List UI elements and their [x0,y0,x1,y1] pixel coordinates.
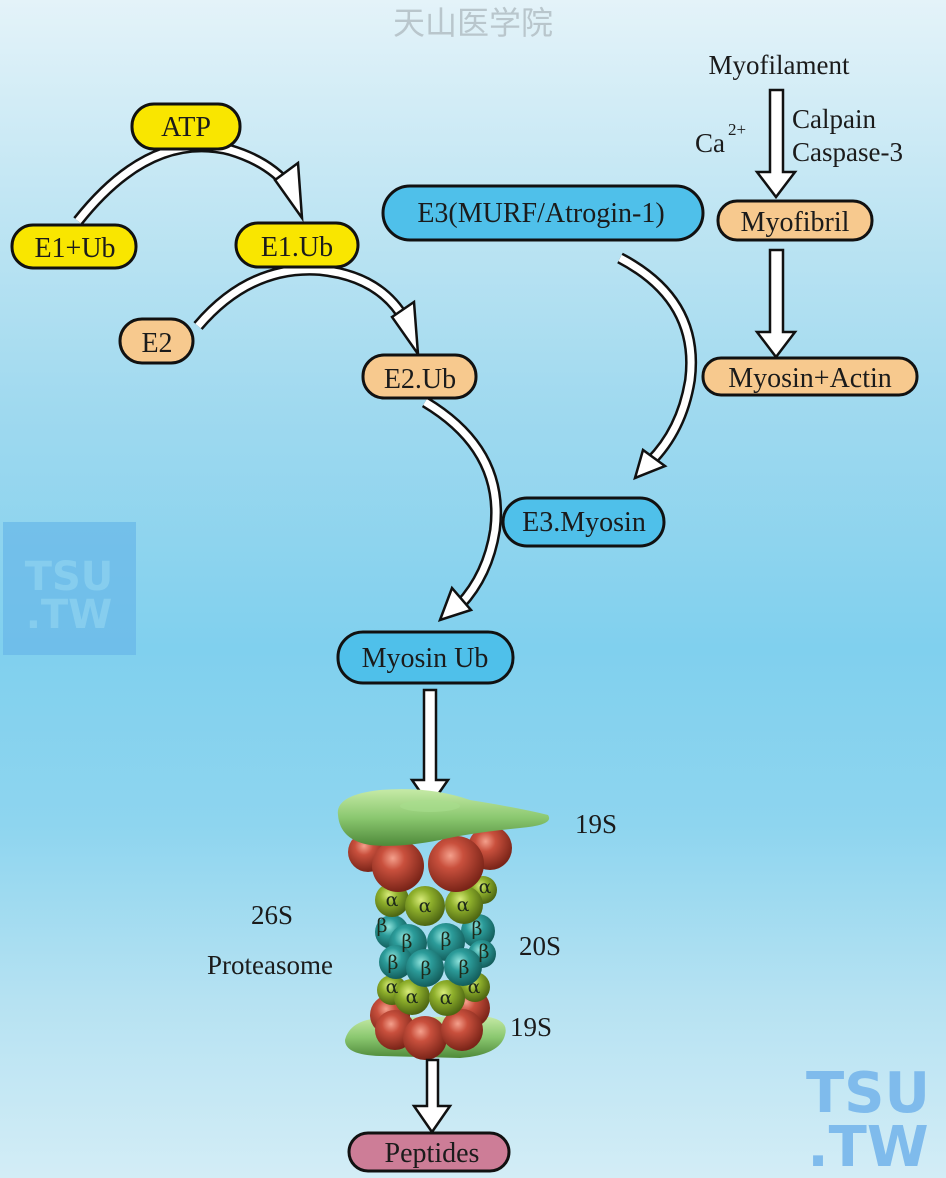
label-calcium-charge: 2+ [728,120,746,139]
node-label: E2.Ub [384,364,456,395]
beta-label: β [377,915,388,937]
label-caspase-3: Caspase-3 [792,137,903,167]
arrow-myofibril-to-myosin-actin [754,248,798,360]
watermark-line1: TSU [25,554,114,600]
beta-label: β [388,952,399,974]
node-label: E1.Ub [261,232,333,263]
node-label: E1+Ub [34,233,115,264]
label-myofilament: Myofilament [709,50,850,80]
node-e3: E3(MURF/Atrogin-1) [381,184,705,242]
alpha-label: α [479,876,492,898]
node-label: E3(MURF/Atrogin-1) [417,198,664,229]
alpha-ring-bottom: α α α α [377,972,490,1016]
node-label: Myosin Ub [362,643,489,674]
node-label: E3.Myosin [522,507,646,538]
alpha-label: α [386,976,399,998]
label-calcium: Ca [695,128,725,158]
node-e3-myosin: E3.Myosin [501,496,666,548]
beta-label: β [479,941,490,963]
node-label: Myofibril [741,207,850,238]
node-myosin-ub: Myosin Ub [336,630,515,685]
watermark-line1: TSU [806,1061,930,1126]
beta-label: β [441,929,452,951]
node-peptides: Peptides [347,1131,511,1173]
label-26s: 26S [251,900,293,930]
alpha-label: α [440,987,453,1009]
watermark-logo-left: TSU .TW [3,522,136,655]
node-label: E2 [141,328,172,359]
arrow-e3-binding [617,252,698,481]
node-label: Myosin+Actin [728,363,892,394]
arrow-e1-activation [73,140,304,225]
node-myosin-actin: Myosin+Actin [701,356,919,397]
node-e1-plus-ub: E1+Ub [10,223,138,270]
watermark-title: 天山医学院 [393,4,553,42]
alpha-label: α [419,895,432,917]
alpha-label: α [457,894,470,916]
beta-rings: β β β β β β β β [375,914,496,987]
arrow-to-peptides [411,1058,453,1135]
arrow-to-proteasome [409,688,451,809]
proteasome-illustration: α α α α β β β β β β β β [337,789,550,1060]
arrow-e2-conjugation [193,263,420,359]
label-19s-bottom: 19S [510,1012,552,1042]
alpha-label: α [406,986,419,1008]
watermark-box [3,522,136,655]
label-calpain: Calpain [792,104,876,134]
label-20s: 20S [519,931,561,961]
node-myofibril: Myofibril [716,199,874,242]
watermark-line2: .TW [26,592,113,638]
alpha-label: α [386,889,399,911]
beta-label: β [402,931,413,953]
arrow-ubiquitination [421,396,503,622]
arrow-myofilament-to-myofibril [754,88,798,200]
label-19s-top: 19S [575,809,617,839]
watermark-logo-right: TSU .TW [806,1061,930,1178]
node-e2: E2 [118,317,195,365]
cap-19s-top [337,789,550,846]
red-ring-bottom [370,988,490,1060]
node-label: Peptides [385,1138,480,1169]
node-e2-ub: E2.Ub [361,353,478,400]
node-e1-ub: E1.Ub [234,221,360,269]
label-proteasome: Proteasome [207,950,333,980]
watermark-line2: .TW [807,1115,928,1178]
beta-label: β [459,957,470,979]
beta-label: β [472,918,483,940]
beta-label: β [421,958,432,980]
node-label: ATP [161,112,211,143]
node-atp: ATP [130,102,242,151]
